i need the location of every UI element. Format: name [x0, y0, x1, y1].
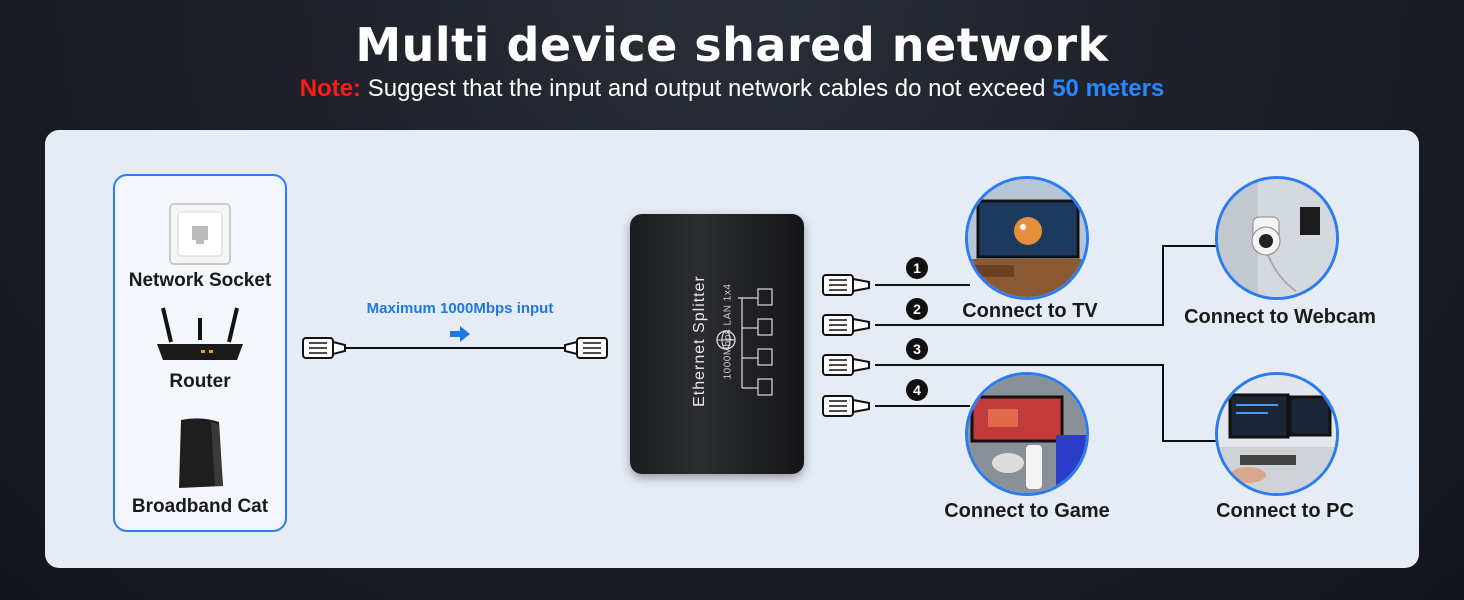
speed-label: Maximum 1000Mbps input: [366, 300, 554, 317]
rj45-plug-icon: [822, 395, 870, 417]
port-number-badge: 4: [906, 379, 928, 401]
port-number-badge: 1: [906, 257, 928, 279]
note-line: Note: Suggest that the input and output …: [0, 75, 1464, 103]
tv-icon: [965, 176, 1089, 300]
device-label-tv: Connect to TV: [962, 300, 1098, 322]
source-label-broadband: Broadband Cat: [131, 496, 269, 517]
source-label-router: Router: [169, 371, 231, 392]
splitter-name: Ethernet Splitter: [691, 275, 708, 407]
note-highlight: 50 meters: [1052, 75, 1165, 102]
note-label: Note:: [299, 75, 362, 102]
port-number-badge: 3: [906, 338, 928, 360]
pc-icon: [1215, 372, 1339, 496]
webcam-icon: [1215, 176, 1339, 300]
ethernet-splitter-device: Ethernet Splitter 1000Mbps LAN 1x4: [630, 214, 804, 474]
source-devices-box: Network Socket Router Broadband Cat: [113, 174, 287, 532]
router-icon: [157, 307, 243, 360]
source-label-network-socket: Network Socket: [128, 270, 272, 291]
rj45-plug-icon: [822, 314, 870, 336]
game-console-icon: [965, 372, 1089, 496]
rj45-plug-icon: [822, 354, 870, 376]
note-text: Suggest that the input and output networ…: [361, 75, 1053, 102]
port-tree-icon: [738, 288, 773, 396]
page-title: Multi device shared network: [355, 18, 1109, 72]
cable-lines: [345, 245, 1220, 442]
rj45-plug-icon: [564, 337, 608, 359]
broadband-modem-icon: [179, 418, 223, 488]
port-number-badge: 2: [906, 298, 928, 320]
rj45-plug-icon: [302, 337, 346, 359]
rj45-plug-icon: [822, 274, 870, 296]
globe-icon: [716, 330, 736, 350]
device-label-pc: Connect to PC: [1216, 500, 1354, 522]
diagram-panel: 1 2 3 4 Network Socket Router Broadband …: [45, 130, 1419, 568]
device-label-webcam: Connect to Webcam: [1184, 306, 1376, 328]
network-socket-icon: [169, 203, 231, 265]
right-arrow-icon: [450, 326, 470, 342]
device-label-game: Connect to Game: [944, 500, 1110, 522]
